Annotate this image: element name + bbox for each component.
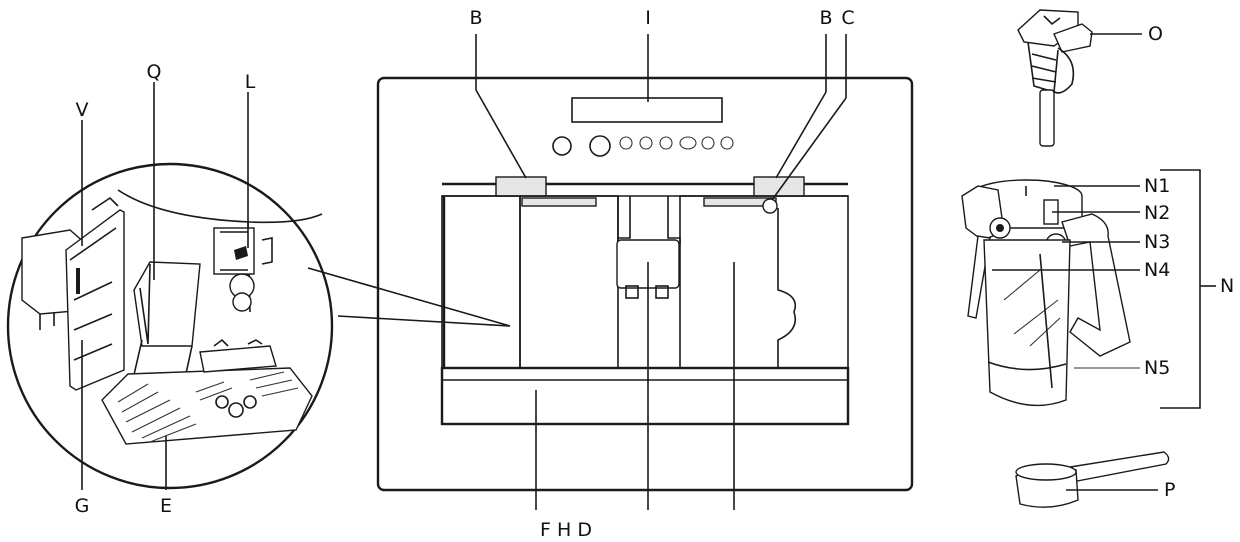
right-knob: [589, 135, 611, 157]
coffee-outlet: [617, 196, 681, 245]
label-c: C: [841, 7, 854, 29]
accessory-p-scoop: [1015, 451, 1170, 508]
label-l: L: [245, 71, 256, 93]
label-o: O: [1148, 23, 1163, 45]
drip-tray-front: [440, 366, 850, 426]
label-p: P: [1164, 479, 1175, 501]
control-buttons: [619, 136, 734, 150]
zoom-detail: [6, 82, 511, 490]
main-leader-lines: [475, 34, 847, 510]
right-door-profile: [777, 208, 797, 368]
label-n5: N5: [1144, 357, 1170, 379]
left-knob: [552, 136, 572, 156]
left-door: [441, 195, 521, 369]
label-n1: N1: [1144, 175, 1170, 197]
zoom-callout-pointer: [307, 267, 511, 327]
label-i: I: [645, 7, 651, 29]
part-v-assembly: [21, 196, 125, 391]
part-e-drip-grid: [101, 338, 313, 445]
machine-outer-frame: [376, 76, 914, 492]
accessory-n-milk-jug: [961, 169, 1216, 409]
part-q-container: [128, 261, 201, 393]
label-n2: N2: [1144, 202, 1170, 224]
label-n4: N4: [1144, 259, 1170, 281]
label-e: E: [160, 495, 172, 517]
label-g: G: [75, 495, 90, 517]
right-hinge: [753, 176, 805, 197]
left-hinge: [495, 176, 547, 197]
labels: B I B C Q L V G E F H D O N1 N2 N3 N4 N5…: [75, 7, 1235, 541]
display-panel: [571, 97, 723, 123]
label-q: Q: [147, 61, 162, 83]
main-machine: [376, 76, 914, 492]
connector-c: [762, 198, 778, 214]
label-n3: N3: [1144, 231, 1170, 253]
label-b-left: B: [469, 7, 482, 29]
zoom-circle: [6, 162, 334, 490]
label-fhd: F H D: [540, 519, 592, 541]
part-l-grinder: [213, 227, 273, 312]
accessory-o-frother: [1017, 9, 1142, 147]
label-v: V: [76, 99, 89, 121]
label-n: N: [1220, 275, 1234, 297]
label-b-right: B: [819, 7, 832, 29]
